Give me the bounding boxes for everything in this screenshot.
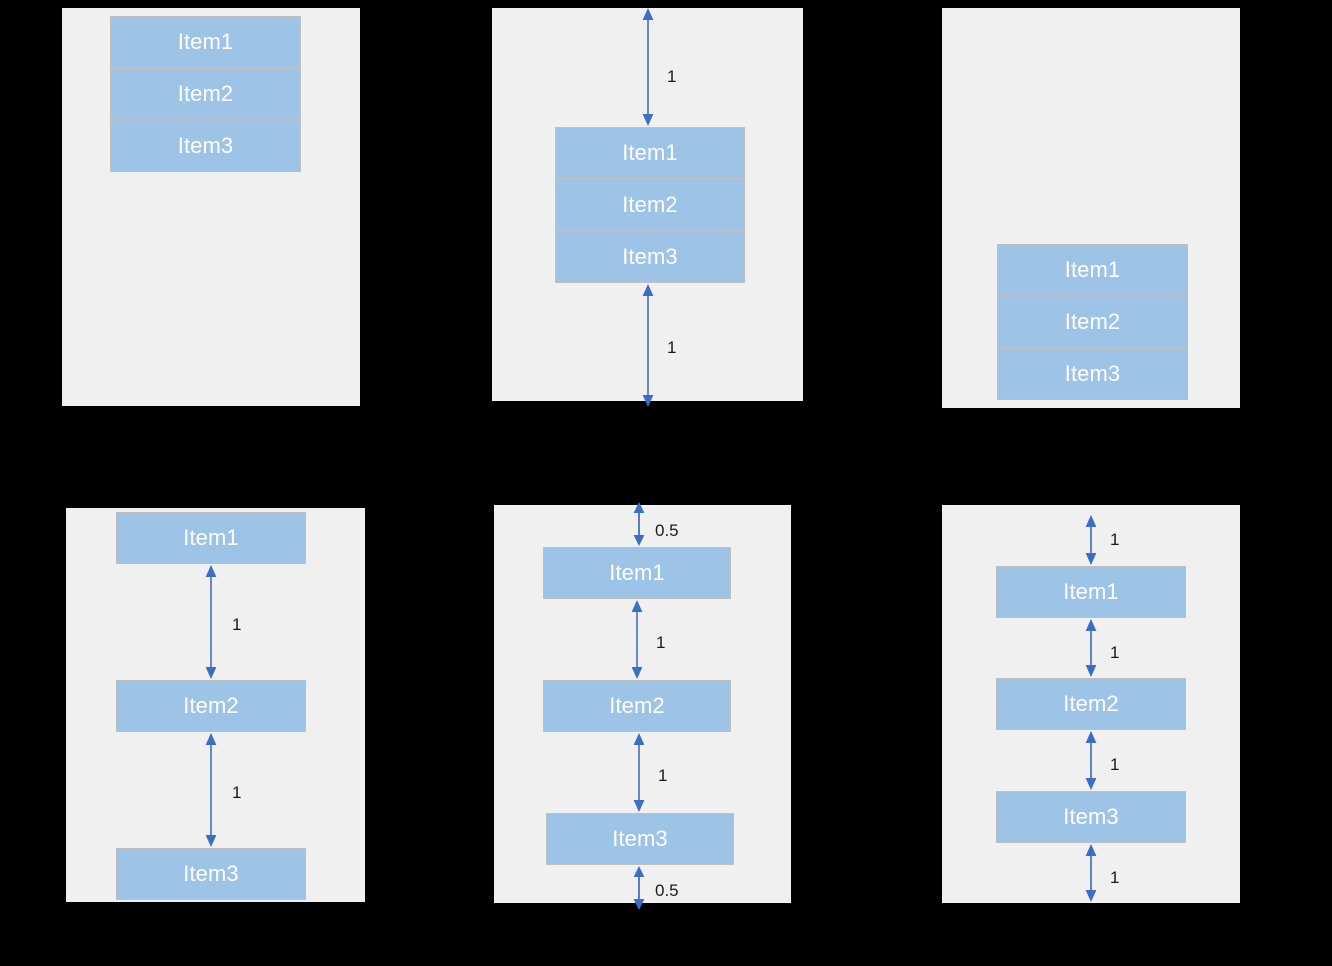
flex-item-label: Item1	[1064, 257, 1121, 282]
panel-center: Item1 Item2 Item3 1 1	[492, 8, 803, 407]
flex-item-2: Item2	[996, 678, 1186, 730]
panel-space-evenly-clip: Item1 Item2 Item3	[942, 505, 1240, 903]
flex-item-label: Item3	[1063, 804, 1119, 829]
flex-item-3: Item3	[110, 120, 301, 172]
panel-flex-start: Item1 Item2 Item3	[62, 8, 360, 406]
flex-item-2: Item2	[555, 179, 745, 231]
flex-item-label: Item2	[622, 192, 678, 217]
flex-item-3: Item3	[996, 791, 1186, 843]
flex-item-3: Item3	[116, 848, 306, 900]
flex-item-label: Item2	[1063, 691, 1119, 716]
gap-label-between-1-2: 1	[1110, 643, 1120, 662]
panel-space-between-clip: Item1 Item2 Item3	[66, 508, 365, 902]
flex-item-label: Item1	[183, 525, 239, 550]
gap-label-between-2-3: 1	[1110, 755, 1120, 774]
flex-item-2: Item2	[543, 680, 731, 732]
flex-item-3: Item3	[997, 348, 1188, 400]
flex-item-label: Item1	[622, 140, 678, 165]
flex-item-2: Item2	[116, 680, 306, 732]
flex-item-label: Item2	[609, 693, 665, 718]
flex-item-label: Item2	[1064, 309, 1121, 334]
gap-label-above-stack: 1	[667, 67, 677, 86]
gap-label-bottom-edge: 0.5	[655, 881, 679, 900]
flex-item-label: Item2	[177, 81, 234, 106]
panel-flex-end-clip: Item1 Item2 Item3	[942, 8, 1240, 408]
gap-label-top-edge: 0.5	[655, 521, 679, 540]
flex-item-1: Item1	[543, 547, 731, 599]
flex-item-label: Item1	[1063, 579, 1119, 604]
gap-label-between-1-2: 1	[232, 615, 242, 634]
panel-space-between: Item1 Item2 Item3 1 1	[66, 508, 365, 902]
flex-item-2: Item2	[110, 68, 301, 120]
panel-center-clip: Item1 Item2 Item3	[492, 8, 803, 401]
gap-label-between-2-3: 1	[658, 766, 668, 785]
flex-item-2: Item2	[997, 296, 1188, 348]
flex-item-1: Item1	[116, 512, 306, 564]
gap-label-between-2-3: 1	[232, 783, 242, 802]
flex-item-label: Item2	[183, 693, 239, 718]
flex-item-label: Item1	[609, 560, 665, 585]
flex-item-label: Item3	[612, 826, 668, 851]
flex-item-label: Item1	[177, 29, 234, 54]
flex-item-label: Item3	[177, 133, 234, 158]
flex-item-label: Item3	[622, 244, 678, 269]
flex-item-1: Item1	[996, 566, 1186, 618]
gap-label-below-stack: 1	[667, 338, 677, 357]
panel-space-around: Item1 Item2 Item3 0.5	[494, 502, 791, 910]
flex-item-3: Item3	[555, 231, 745, 283]
flex-item-1: Item1	[997, 244, 1188, 296]
panel-space-evenly: Item1 Item2 Item3 1 1	[942, 505, 1240, 903]
panel-flex-end: Item1 Item2 Item3	[942, 8, 1240, 408]
flex-item-1: Item1	[555, 127, 745, 179]
flex-item-3: Item3	[546, 813, 734, 865]
gap-label-bottom-edge: 1	[1110, 868, 1120, 887]
gap-label-top-edge: 1	[1110, 530, 1120, 549]
gap-label-between-1-2: 1	[656, 633, 666, 652]
panel-flex-start-clip: Item1 Item2 Item3	[62, 8, 360, 406]
panel-space-around-clip: Item1 Item2 Item3	[494, 505, 791, 903]
flex-item-label: Item3	[183, 861, 239, 886]
flex-item-label: Item3	[1064, 361, 1121, 386]
flex-item-1: Item1	[110, 16, 301, 68]
